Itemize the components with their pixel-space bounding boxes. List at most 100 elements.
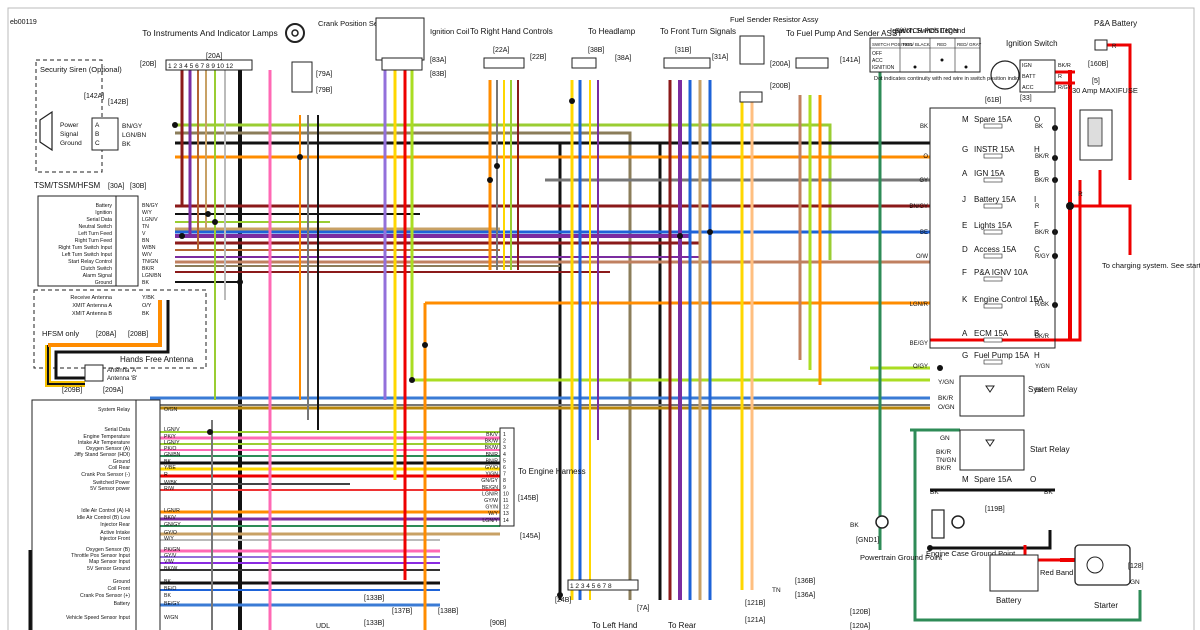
front-turn-label: To Front Turn Signals <box>660 27 736 36</box>
tsm-wire-label: W/BN <box>142 245 156 251</box>
siren-pin-power: Power <box>60 122 79 129</box>
tsm-pin-label: Ignition <box>95 210 112 216</box>
fuel-pump: To Fuel Pump And Sender ASSY [141A] <box>786 29 903 69</box>
fuse-right: H <box>1034 351 1040 360</box>
splice-dots <box>172 98 1074 598</box>
siren-wire-0: BN/GY <box>122 123 143 130</box>
engine-harness-pin: 1 <box>503 432 506 438</box>
fuse-name: Engine Control 15A <box>974 295 1044 304</box>
engine-harness-pin: 2 <box>503 439 506 445</box>
conn-22a: [22A] <box>493 47 509 54</box>
conn-121a: [121A] <box>745 617 765 624</box>
fuse-letter: M <box>962 115 969 124</box>
legend-table <box>869 37 981 73</box>
conn-208a: [208A] <box>96 331 116 338</box>
tsm-pin-label: Left Turn Switch Input <box>62 252 113 258</box>
front-turn-connector <box>663 57 711 69</box>
sys-relay-wire-1: BK/R <box>938 395 953 402</box>
tsm-module: TSM/TSSM/HFSM [30A] [30B] BatteryIgnitio… <box>33 181 207 394</box>
fuse-letter: F <box>962 268 967 277</box>
ecm-pin-label: Map Sensor Input <box>89 559 131 565</box>
wire-lgn <box>175 123 832 260</box>
legend-r2: IGNITION <box>872 65 895 71</box>
conn-136b: [136B] <box>795 578 815 585</box>
rh-controls: To Right Hand Controls [22A] [22B] <box>470 27 553 69</box>
conn-145a: [145A] <box>520 533 540 540</box>
to-rear-label: To Rear <box>668 621 696 630</box>
fuse-name: Lights 15A <box>974 221 1012 230</box>
engine-harness-wire: BN/R <box>486 458 499 464</box>
antenna-wire-bk2 <box>54 300 170 380</box>
engine-harness-pin: 3 <box>503 445 506 451</box>
tsm-pin-label: Battery <box>96 203 113 209</box>
powertrain-ground: BK [GND1] Powertrain Ground Point <box>850 515 943 562</box>
fuse-name: P&A IGNV 10A <box>974 268 1028 277</box>
tsm-wire-label: BK/R <box>142 266 154 272</box>
legend-h3: RED/ GRAY <box>957 42 981 47</box>
ecm-wire-label: LGN/R <box>164 508 180 514</box>
battery-icon <box>989 554 1039 592</box>
ecm-pin-label: Injector Rear <box>100 522 130 528</box>
antenna-wire-bk <box>47 345 85 385</box>
conn-209a: [209A] <box>103 387 123 394</box>
wire-tn-gn <box>175 131 632 600</box>
sys-relay-wire-0: Y/GN <box>938 379 954 386</box>
headlamp: To Headlamp [38B] [38A] <box>571 27 636 69</box>
pt-bk: BK <box>850 522 859 529</box>
legend-r1: ACC <box>872 58 883 64</box>
fuse-icon <box>983 153 1003 159</box>
spare-bottom-name: Spare 15A <box>974 475 1012 484</box>
ecm-pin-label: Battery <box>114 601 131 607</box>
tsm-antenna-wire: BK <box>142 311 150 317</box>
start-relay-wire-3: BK/R <box>936 465 951 472</box>
ecm-pin-label: Jiffy Stand Sensor (HDI) <box>74 452 130 458</box>
engine-harness-pin: 14 <box>503 518 509 524</box>
ecm-pin-label: Oxygen Sensor (A) <box>86 446 130 452</box>
legend-r0: OFF <box>872 51 882 57</box>
ignition-switch-connector <box>1019 59 1056 93</box>
engine-harness-wire: BK/W <box>485 445 498 451</box>
siren-letter-c: C <box>95 140 100 147</box>
crank-connector <box>291 61 313 93</box>
ecm-wire-label: BK <box>164 579 171 585</box>
tsm-antenna-label: XMIT Antenna A <box>72 303 112 309</box>
antenna-wire-o <box>48 300 162 347</box>
tsm-wire-label: TN <box>142 224 149 230</box>
engine-harness-wire: BK/V <box>486 432 498 438</box>
battery-label: Battery <box>996 596 1021 605</box>
engine-harness-wire: BE/GN <box>482 485 498 491</box>
engine-harness-pin: 11 <box>503 498 508 504</box>
engine-harness-pin: 5 <box>503 458 506 464</box>
fuse-right-wire: R <box>1035 204 1040 210</box>
security-siren: Security Siren (Optional) [142A] [142B] … <box>35 59 147 173</box>
conn-90b: [90B] <box>490 620 506 627</box>
fuse-left-wire: BE/GY <box>910 341 928 347</box>
rh-controls-label: To Right Hand Controls <box>470 27 553 36</box>
tsm-wire-label: BK <box>142 280 149 286</box>
charging-note: To charging system. See starting and cha… <box>1102 261 1200 270</box>
udl-label: UDL <box>316 623 330 630</box>
ecm-pin-label: System Relay <box>98 407 130 413</box>
antenna-b-label: Antenna 'B' <box>107 376 137 382</box>
fuse-letter: G <box>962 351 968 360</box>
ecm-pin-label: Throttle Pos Sensor Input <box>71 553 130 559</box>
engine-harness-pin: 10 <box>503 491 509 497</box>
siren-letter-b: B <box>95 131 99 138</box>
bottom-connectors: [133B] [133B] [137B] [138B] [90B] [24B] … <box>316 578 870 630</box>
engine-harness-pin: 8 <box>503 478 506 484</box>
engine-harness-pin: 7 <box>503 472 506 478</box>
tsm-pin-label: Alarm Signal <box>83 273 112 279</box>
tsm-pin-label: Ground <box>95 280 112 286</box>
ecm-wire-label: O/GN <box>164 407 178 413</box>
ecm-wire-labels: O/GNLGN/VPK/YLGN/YPK/OGN/BNBKY/BERW/BKR/… <box>164 407 181 621</box>
pa-battery: P&A Battery R [160B] [5] 30 Amp MAXIFUSE… <box>1072 19 1138 198</box>
ign-pin-2: ACC <box>1022 85 1034 91</box>
rh-connector <box>483 57 525 69</box>
engine-harness-wire: GY/N <box>485 505 498 511</box>
conn-119b: [119B] <box>985 506 1005 513</box>
conn-200b: [200B] <box>770 83 790 90</box>
crank-label: Crank Position Sensor (Ckp) <box>318 19 414 28</box>
